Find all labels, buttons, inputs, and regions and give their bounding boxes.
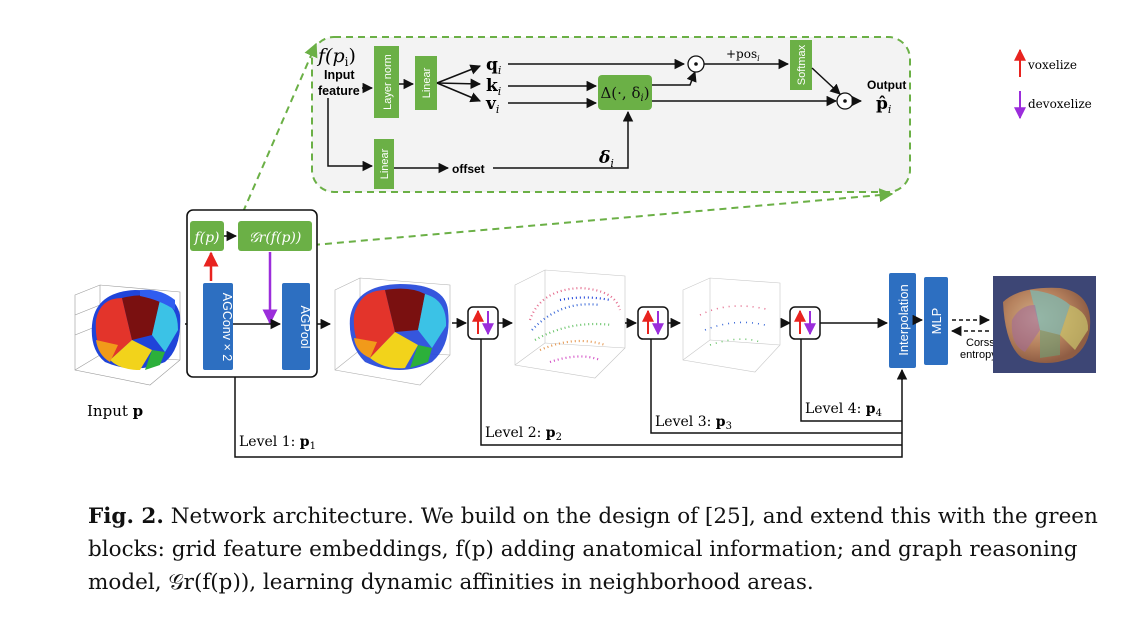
liver-render-image	[993, 276, 1096, 373]
mlp-block	[924, 277, 948, 365]
caption-text: Network architecture. We build on the de…	[88, 504, 1098, 595]
point-cloud-level2	[514, 269, 626, 379]
linear-top-block	[415, 56, 437, 110]
feature-label: feature	[318, 84, 360, 98]
q-label: qi	[486, 55, 501, 77]
pos-label: +posi	[726, 47, 760, 63]
level-4-label: Level 4: p4	[805, 401, 882, 419]
level-3-label: Level 3: p3	[655, 414, 732, 432]
point-cloud-level1	[334, 277, 451, 386]
fp-block	[190, 221, 224, 251]
level-1-label: Level 1: p1	[239, 434, 316, 452]
agconv-block	[203, 283, 233, 370]
layer-norm-block	[374, 46, 399, 118]
fp-label: f(p)	[193, 230, 219, 246]
gr-label: 𝒢r(f(p))	[249, 230, 302, 246]
output-label: Output	[867, 78, 906, 92]
agpool-block	[282, 283, 310, 370]
interpolation-label: Interpolation	[896, 284, 911, 356]
k-label: ki	[486, 76, 501, 98]
legend: voxelize devoxelize	[1014, 48, 1092, 120]
figure-caption: Fig. 2. Network architecture. We build o…	[88, 500, 1128, 599]
softmax-label: Softmax	[796, 44, 808, 85]
v-label: vi	[485, 94, 499, 116]
encoder-block: f(p) 𝒢r(f(p)) AGConv × 2 AGPool	[186, 209, 318, 378]
delta-i-label: δi	[598, 148, 614, 170]
detail-panel: f(pi) Input feature Layer norm Linear qi…	[311, 36, 911, 193]
entropy-label: entropy	[960, 349, 997, 361]
delta-function-block	[598, 75, 652, 110]
vox-devox-block-1	[467, 306, 499, 340]
offset-label: offset	[452, 162, 485, 176]
corss-label: Corss	[966, 337, 995, 349]
input-point-cloud	[74, 284, 181, 386]
point-cloud-level3	[682, 277, 781, 373]
gr-block	[238, 221, 312, 251]
agpool-label: AGPool	[298, 305, 312, 348]
legend-voxelize: voxelize	[1027, 58, 1077, 72]
level-2-label: Level 2: p2	[485, 425, 562, 443]
mlp-label: MLP	[929, 308, 944, 335]
linear-bottom-block	[374, 139, 394, 189]
detail-f-pi: f(pi)	[316, 45, 356, 69]
vox-devox-block-3	[789, 306, 821, 340]
legend-devoxelize: devoxelize	[1028, 97, 1092, 111]
softmax-block	[790, 40, 812, 90]
p-hat-label: p̂i	[876, 94, 891, 116]
layer-norm-label: Layer norm	[382, 54, 394, 110]
vox-devox-block-2	[637, 306, 669, 340]
figure-number: Fig. 2.	[88, 504, 164, 529]
agconv-label: AGConv × 2	[220, 293, 234, 361]
delta-function-label: Δ(·, δi)	[600, 84, 649, 104]
skip-connections	[234, 339, 908, 458]
linear-bottom-label: Linear	[379, 148, 391, 179]
input-p-label: Input p	[87, 402, 143, 420]
linear-top-label: Linear	[421, 67, 433, 98]
input-label: Input	[324, 68, 355, 82]
interpolation-block	[889, 273, 916, 368]
